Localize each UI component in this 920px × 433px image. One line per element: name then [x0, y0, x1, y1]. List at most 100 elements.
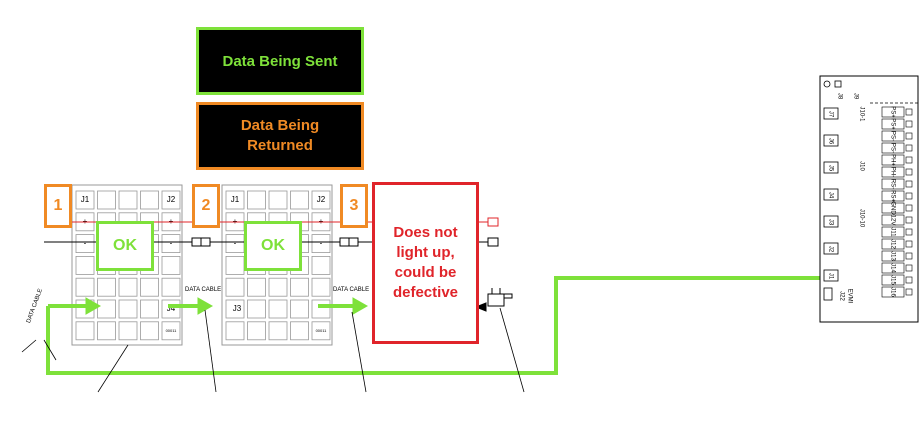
board-cell — [118, 190, 138, 210]
controller-jack-box — [823, 107, 839, 120]
board-cell — [97, 190, 116, 210]
controller-pin-label: J16 — [889, 287, 895, 297]
connector-j1-label: J1 — [81, 195, 90, 204]
controller-pin-label: J11 — [889, 227, 895, 237]
controller-pin-terminal — [905, 168, 913, 176]
return-data-path — [46, 276, 820, 375]
controller-terminal-icon — [823, 287, 833, 301]
connector-j2-label: J2 — [317, 195, 326, 204]
board-cell — [118, 277, 138, 297]
data-cable-label-1: DATA CABLE — [185, 287, 222, 293]
controller-top-label: J9 — [852, 93, 858, 100]
minus-terminal-label: - — [320, 239, 323, 248]
controller-pin-terminal — [905, 180, 913, 188]
board-cell — [311, 277, 331, 297]
controller-pin-box — [881, 178, 905, 190]
controller-pin-box — [881, 130, 905, 142]
board-cell — [311, 255, 331, 275]
connector-j3-label: J3 — [233, 304, 242, 313]
controller-pin-box — [881, 118, 905, 130]
board-cell — [161, 321, 181, 341]
board-cell — [75, 277, 95, 297]
controller-pin-terminal — [905, 204, 913, 212]
controller-jack-label: J4 — [827, 192, 833, 199]
board-cell — [290, 277, 309, 297]
connector-j1-label: J1 — [231, 195, 240, 204]
controller-port-icon — [834, 80, 842, 88]
controller-pin-terminal — [905, 276, 913, 284]
controller-pin-box — [881, 202, 905, 214]
board-cell — [290, 190, 309, 210]
board-tag-label: 00011 — [316, 328, 328, 333]
controller-jack-box — [823, 269, 839, 282]
board-cell — [225, 321, 245, 341]
board-cell — [247, 190, 266, 210]
board-cell — [311, 234, 331, 254]
controller-led-icon — [823, 80, 831, 88]
board-cell — [268, 299, 288, 319]
controller-jack-label: J5 — [827, 165, 833, 172]
board-2-ok-label: OK — [244, 221, 302, 271]
controller-pin-label: RS+ — [889, 190, 895, 202]
defective-board-callout: Does not light up, could be defective — [372, 182, 479, 344]
controller-pin-label: PS+ — [889, 118, 895, 130]
board-cell — [225, 277, 245, 297]
minus-terminal-label: - — [234, 239, 237, 248]
controller-pin-terminal — [905, 192, 913, 200]
plus-terminal-label: + — [83, 217, 88, 226]
controller-pin-box — [881, 262, 905, 274]
board-cell — [140, 277, 159, 297]
board-cell — [97, 299, 116, 319]
connector-j2-label: J2 — [167, 195, 176, 204]
controller-jack-box — [823, 134, 839, 147]
controller-pin-label: GND — [889, 201, 895, 215]
controller-pin-terminal — [905, 120, 913, 128]
controller-pin-box — [881, 226, 905, 238]
board-cell — [75, 190, 95, 210]
board-cell — [97, 277, 116, 297]
controller-bottom-label: J22 — [838, 291, 844, 301]
controller-jack-label: J7 — [827, 111, 833, 118]
board-cell — [118, 299, 138, 319]
board-cell — [75, 234, 95, 254]
controller-pin-terminal — [905, 264, 913, 272]
controller-connector-label: J10 — [858, 161, 864, 171]
controller-pin-box — [881, 250, 905, 262]
board-cell — [140, 321, 159, 341]
controller-jack-box — [823, 215, 839, 228]
controller-pins: PS+PS+PS-PS-PH+PH-RS-RS+GND12VJ11J12J13J… — [870, 102, 918, 298]
controller-pin-terminal — [905, 144, 913, 152]
controller-pin-label: PS- — [889, 131, 895, 141]
board-cell — [97, 321, 116, 341]
leader-lines — [21, 307, 525, 393]
controller-pin-terminal — [905, 156, 913, 164]
board-cell — [225, 190, 245, 210]
controller-pin-terminal — [905, 132, 913, 140]
controller-pin-box — [881, 166, 905, 178]
controller-pin-terminal — [905, 240, 913, 248]
board-cell — [161, 277, 181, 297]
board-cell — [75, 321, 95, 341]
controller-jack-box — [823, 161, 839, 174]
controller-pin-label: PS- — [889, 143, 895, 153]
controller-pin-box — [881, 274, 905, 286]
controller-pin-label: J12 — [889, 239, 895, 249]
board-cell — [161, 255, 181, 275]
controller-pin-box — [881, 142, 905, 154]
controller-pin-terminal — [905, 216, 913, 224]
controller-pin-box — [881, 286, 905, 298]
controller-bottom-label-2: EVMI — [846, 289, 852, 304]
board-cell — [161, 234, 181, 254]
jack-connector-icon — [474, 288, 513, 312]
board-cell — [247, 299, 266, 319]
step-3-badge: 3 — [340, 184, 368, 228]
controller-pin-terminal — [905, 252, 913, 260]
minus-terminal-label: - — [170, 239, 173, 248]
board-cell — [290, 299, 309, 319]
board-cell — [140, 190, 159, 210]
controller-pin-label: PS+ — [889, 106, 895, 118]
controller-pin-box — [881, 190, 905, 202]
